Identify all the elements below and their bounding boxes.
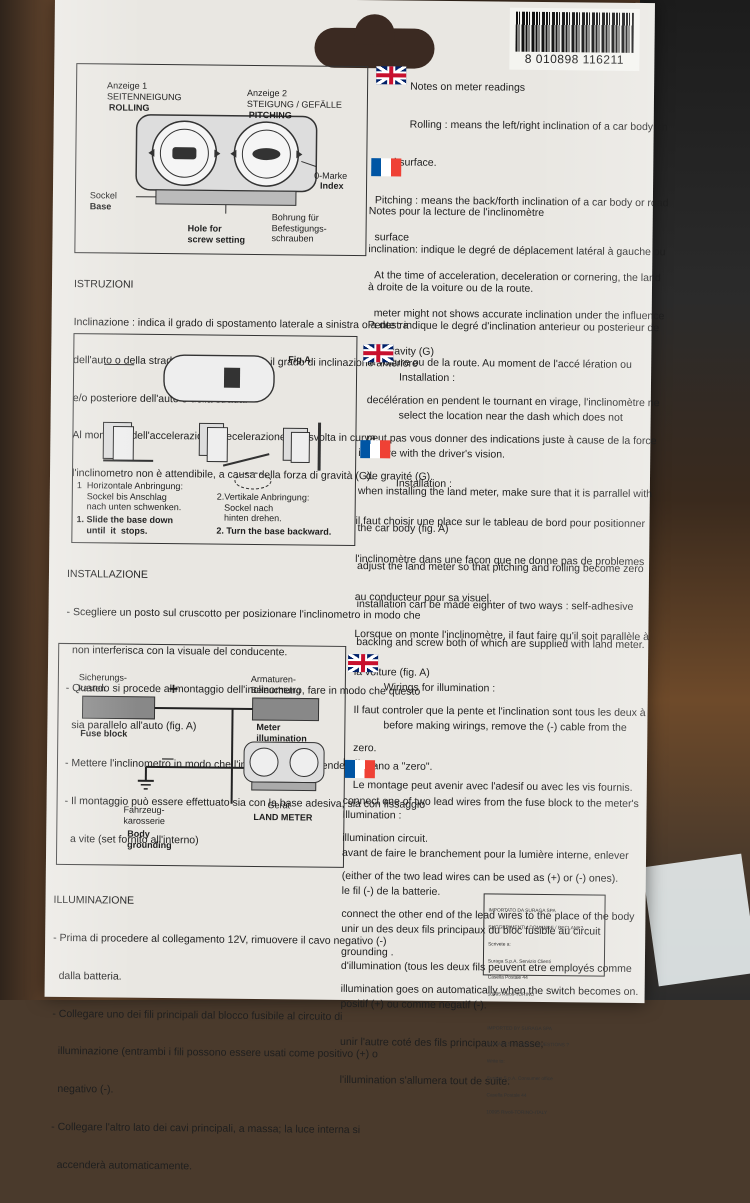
it-istruzioni-heading: ISTRUZIONI xyxy=(74,278,419,294)
barcode-bars xyxy=(515,12,633,53)
fr-flag-icon xyxy=(371,158,401,176)
hole-label: Hole for screw setting xyxy=(187,223,245,245)
fuse-block-label: Fuse block xyxy=(80,728,127,739)
en-install-heading: Installation : xyxy=(359,371,653,387)
it-illum-heading: ILLUMINAZIONE xyxy=(53,894,387,910)
importer-stamp: IMPORTATO DA SURAGA SPA SUGGERIMENTI / D… xyxy=(483,893,606,976)
meter-illumination-label: Meter illumination xyxy=(256,722,307,744)
armaturen-label: Armaturen- Beleuchtung xyxy=(251,674,301,696)
anzeige1-label: Anzeige 1 SEITENNEIGUNG xyxy=(107,80,182,102)
horizontal-mount-label: 1 Horizontale Anbringung: Sockel bis Ans… xyxy=(77,480,183,513)
bohrung-label: Bohrung für Befestigungs- schrauben xyxy=(271,212,326,244)
mounting-drawing xyxy=(72,334,356,545)
fr-wiring-line: avant de faire le branchement pour la lu… xyxy=(342,847,633,863)
it-illum-line: illuminazione (entrambi i fili possono e… xyxy=(52,1045,386,1061)
en-wiring-heading: Wirings for illumination : xyxy=(344,681,642,697)
stamp-line: Write to: xyxy=(487,1060,582,1067)
stamp-line: 10095 Rivoli-TORINO xyxy=(488,993,583,1000)
land-meter-label: LAND METER xyxy=(253,812,312,823)
minus-symbol: — xyxy=(162,753,174,765)
turn-base-label: 2. Turn the base backward. xyxy=(216,526,331,538)
it-illuminazione: ILLUMINAZIONE - Prima di procedere al co… xyxy=(50,869,387,1200)
fr-install-heading: Installation : xyxy=(356,477,651,493)
stamp-line: REMARKS / CLAIMS / QUESTIONS ? xyxy=(487,1043,582,1050)
stamp-line: Casella Postale 44 xyxy=(488,976,583,983)
fr-notes-line: Notes pour la lecture de l'inclinomètre xyxy=(369,205,666,221)
stamp-line: SUGGERIMENTI / DOMANDE / RECLAMI ? xyxy=(488,925,583,932)
meter-diagram-box: Anzeige 1 SEITENNEIGUNG ROLLING Anzeige … xyxy=(74,63,368,256)
it-install-heading: INSTALLAZIONE xyxy=(67,568,435,584)
mounting-diagram-box: Fig.A 1 Horizontale Anbringung: Sockel b… xyxy=(71,333,357,546)
en-notes-line: road surface. xyxy=(375,156,669,172)
instruction-card: 8 010898 116211 Notes on meter readings … xyxy=(45,0,655,1003)
stamp-line: Scrivete a: xyxy=(488,942,583,949)
en-wiring-line: before making wirings, remove the (-) ca… xyxy=(343,719,641,735)
slide-base-label: 1. Slide the base down until it stops. xyxy=(76,514,173,536)
en-install-line: select the location near the dash which … xyxy=(359,409,653,425)
fr-wiring-heading: Illumination : xyxy=(342,809,633,825)
vertical-mount-label: 2.Vertikale Anbringung: Sockel nach hint… xyxy=(217,492,310,524)
importer-stamp-text: IMPORTATO DA SURAGA SPA SUGGERIMENTI / D… xyxy=(486,897,583,1127)
base-label: Base xyxy=(90,201,112,212)
fr-install-line: il faut choisir une place sur le tableau… xyxy=(355,515,650,531)
plus-symbol: + xyxy=(169,681,179,699)
stamp-line: Casella Postale 44 xyxy=(487,1093,582,1100)
fahrzeug-label: Fahrzeug- karosserie xyxy=(123,805,165,826)
en-notes-line: Notes on meter readings xyxy=(376,80,670,96)
stamp-line: IMPORTED BY SURAGA SPA xyxy=(487,1026,582,1033)
stamp-line: 10095 Rivoli-TORINO-ITALY xyxy=(486,1110,581,1117)
anzeige2-label: Anzeige 2 STEIGUNG / GEFÄLLE xyxy=(247,88,342,110)
stamp-line: Suraga S.p.A. Consumer office xyxy=(487,1076,582,1083)
it-illum-line: dalla batteria. xyxy=(53,970,387,986)
index-label: Index xyxy=(320,181,344,192)
stamp-line xyxy=(487,1009,582,1016)
fig-a-label: Fig.A xyxy=(288,354,311,365)
plastic-piece xyxy=(642,854,750,987)
it-istruzioni-line: Inclinazione : indica il grado di sposta… xyxy=(74,316,419,332)
it-illum-line: - Collegare l'altro lato dei cavi princi… xyxy=(51,1121,385,1137)
it-illum-line: accenderà automaticamente. xyxy=(51,1159,385,1175)
pitching-label: PITCHING xyxy=(249,110,292,121)
wiring-diagram-box: Sicherungs- kasten + Armaturen- Beleucht… xyxy=(56,643,346,868)
it-illum-line: - Collegare uno dei fili principali dal … xyxy=(52,1007,386,1023)
sockel-label: Sockel xyxy=(90,190,117,201)
body-grounding-label: Body grounding xyxy=(127,829,172,850)
it-illum-line: - Prima di procedere al collegamento 12V… xyxy=(53,932,387,948)
it-illum-line: negativo (-). xyxy=(52,1083,386,1099)
en-wiring-line: battery. xyxy=(343,757,641,773)
stamp-line: IMPORTATO DA SURAGA SPA xyxy=(488,909,583,916)
en-notes-line: Rolling : means the left/right inclinati… xyxy=(376,118,670,134)
stamp-line: Suraga S.p.A. Servizio Clienti xyxy=(488,959,583,966)
sicherung-label: Sicherungs- kasten xyxy=(79,672,127,694)
it-install-line: - Scegliere un posto sul cruscotto per p… xyxy=(67,606,435,622)
fr-flag-icon xyxy=(345,760,375,778)
geraet-label: Gerät xyxy=(268,800,291,811)
rolling-label: ROLLING xyxy=(109,102,150,113)
